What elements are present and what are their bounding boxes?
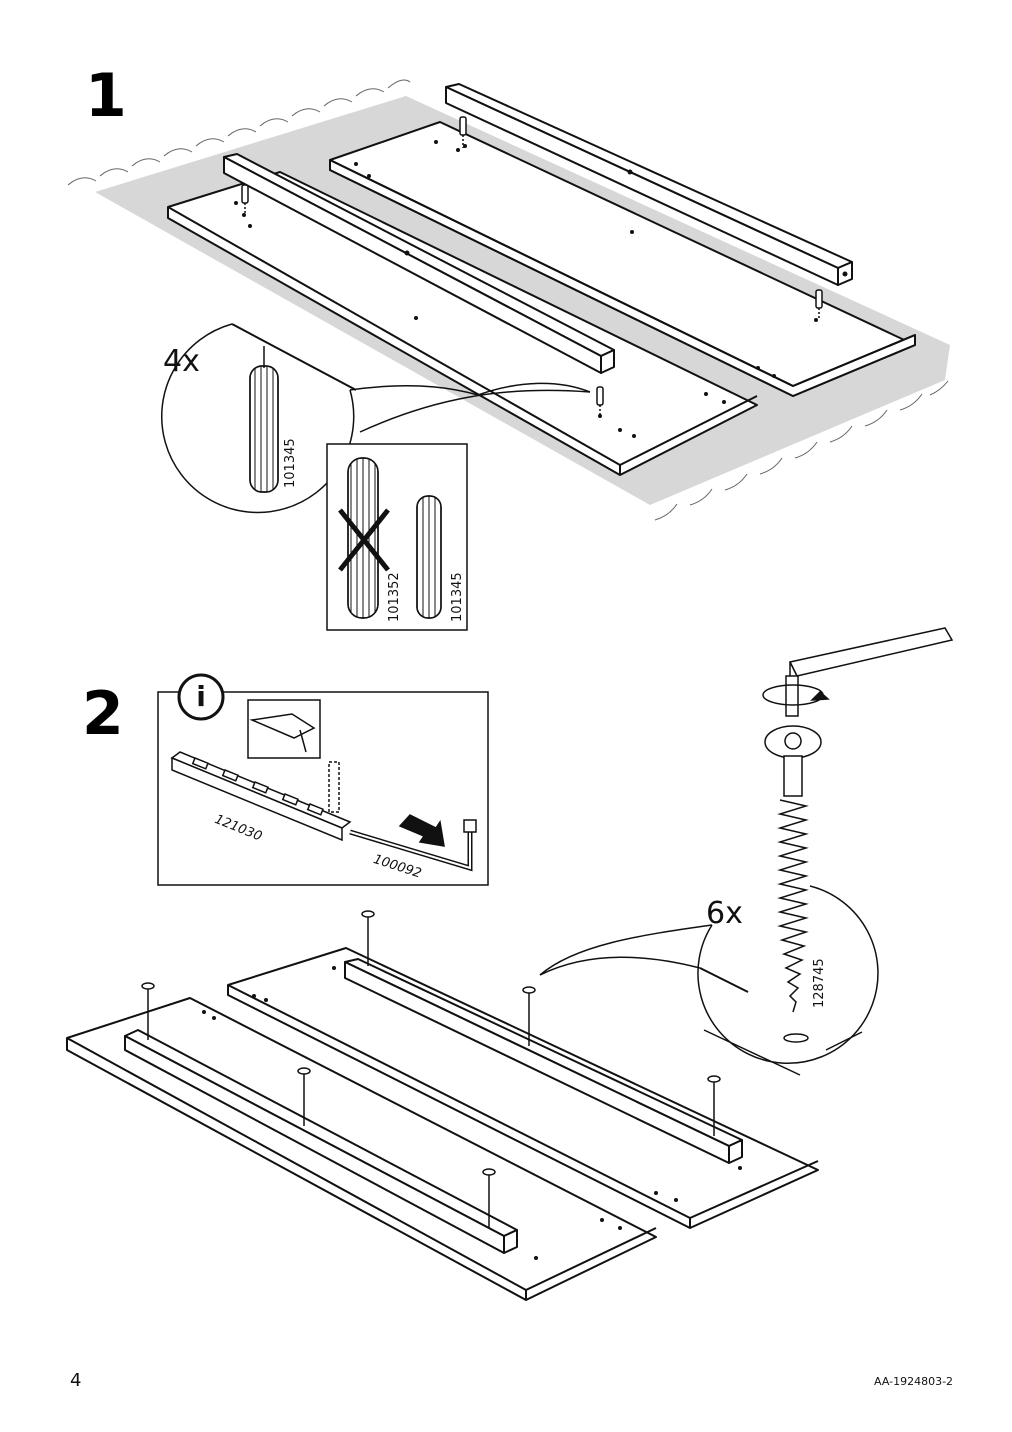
page-number: 4 [70, 1370, 82, 1391]
compare-right-part-number: 101345 [450, 572, 465, 622]
step-2-number: 2 [82, 679, 124, 749]
dowel-comparison-box [326, 443, 468, 631]
step-1-quantity: 4x [163, 344, 200, 379]
rail-back [445, 83, 853, 286]
board-holes [234, 140, 818, 438]
rail-front [223, 153, 615, 374]
step2-holes [202, 966, 742, 1260]
dowels-step1 [241, 116, 823, 418]
rug-fringe-top [67, 79, 411, 186]
screws-step2 [141, 910, 721, 1228]
screw-tool [762, 627, 954, 1013]
document-code: AA-1924803-2 [874, 1375, 954, 1388]
screw-part-number: 128745 [812, 958, 827, 1008]
info-box [157, 673, 489, 886]
step-1-number: 1 [85, 61, 127, 131]
compare-wrong-part-number: 101352 [387, 572, 402, 622]
board-back [329, 121, 916, 397]
screw-thread [777, 799, 809, 1013]
info-circle-icon [177, 673, 225, 721]
rug-fringe-bottom [654, 380, 949, 521]
detail-bubble-screw [539, 885, 879, 1076]
info-icon-symbol: i [196, 680, 206, 713]
rail-step2-back [344, 958, 743, 1164]
step-1-dowel-part-number: 101345 [283, 438, 298, 488]
step-2-quantity: 6x [706, 896, 743, 931]
board-step2-back [227, 947, 819, 1229]
rail-step2-front [124, 1029, 518, 1254]
detail-bubble-dowel [161, 323, 591, 514]
